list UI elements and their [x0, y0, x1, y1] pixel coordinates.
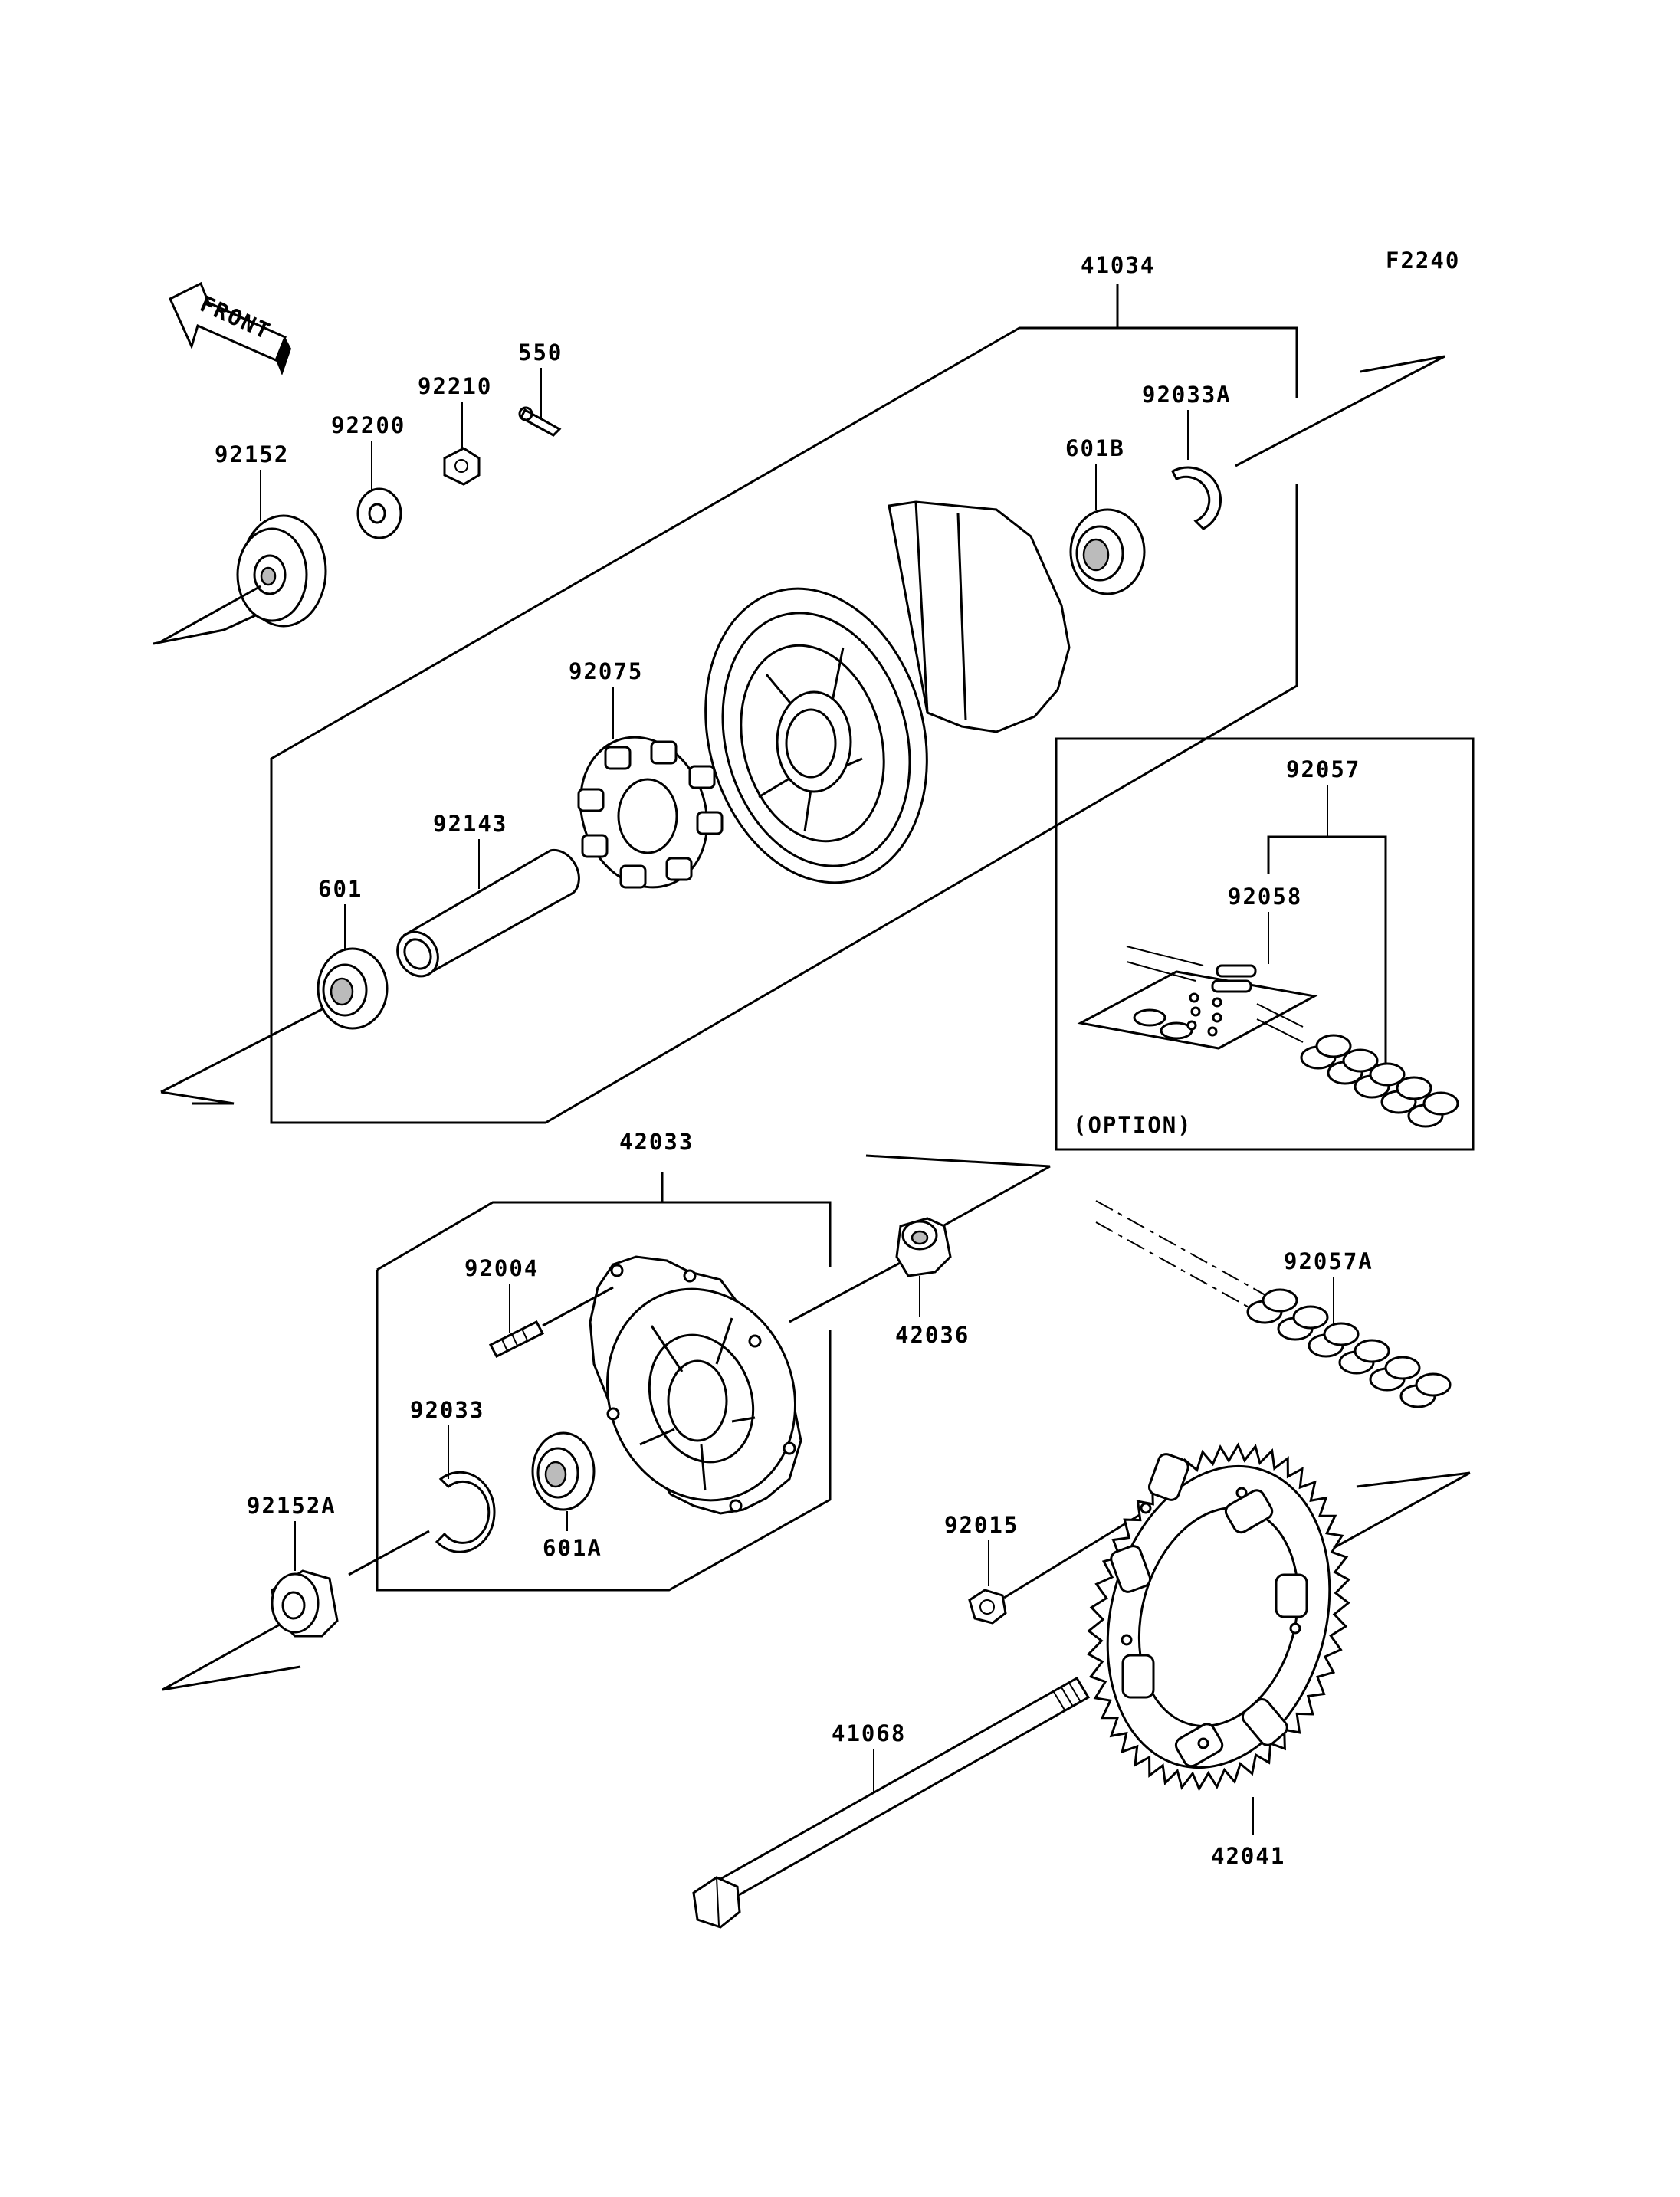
- part-92004-label: 92004: [464, 1255, 539, 1281]
- bearing-601: [317, 947, 389, 1030]
- collar-92152: [236, 514, 327, 628]
- part-41068-label: 41068: [832, 1720, 906, 1746]
- master-link-92058: [1077, 946, 1318, 1050]
- part-92152-label: 92152: [215, 441, 289, 467]
- circlip-92033a: [1171, 466, 1222, 530]
- part-42033-label: 42033: [619, 1129, 694, 1155]
- stud-92004: [488, 1320, 545, 1358]
- axis-line: [156, 585, 261, 645]
- axis-line: [1333, 1471, 1471, 1549]
- front-arrow-icon: FRONT: [169, 281, 291, 375]
- part-601a-label: 601A: [543, 1535, 602, 1561]
- part-601b-label: 601B: [1065, 435, 1125, 461]
- bearing-601a: [531, 1431, 596, 1511]
- axis-line: [348, 1530, 430, 1576]
- wheel-hub-41034: [704, 500, 1071, 884]
- axis-line: [160, 1090, 235, 1105]
- axis-line: [162, 1665, 301, 1691]
- chain-92057a: [1095, 1200, 1452, 1408]
- damper-92075: [577, 736, 724, 889]
- option-label: (OPTION): [1073, 1112, 1193, 1138]
- collar-42036: [895, 1217, 952, 1277]
- axis-line: [1003, 1512, 1143, 1599]
- circlip-92033: [435, 1471, 496, 1553]
- chain-segment-92057: [1300, 1034, 1459, 1128]
- axle-41068: [692, 1676, 1091, 1929]
- axis-line: [789, 1259, 905, 1323]
- washer-92200: [356, 487, 402, 539]
- part-92015-label: 92015: [944, 1512, 1019, 1538]
- option-box: [1055, 737, 1475, 1151]
- part-92200-label: 92200: [331, 412, 405, 438]
- part-42036-label: 42036: [895, 1322, 970, 1348]
- part-601-label: 601: [318, 876, 363, 902]
- axis-line: [865, 1154, 1051, 1168]
- axis-line: [160, 1004, 330, 1094]
- axis-line: [162, 1623, 281, 1691]
- axis-line: [1235, 355, 1445, 467]
- sprocket-42041: [1086, 1442, 1351, 1792]
- part-92057a-label: 92057A: [1284, 1248, 1373, 1274]
- collar-92152a: [271, 1569, 339, 1638]
- axis-line: [542, 1286, 614, 1327]
- spacer-92143: [396, 848, 580, 978]
- part-42041-label: 42041: [1211, 1843, 1285, 1869]
- part-92210-label: 92210: [418, 373, 492, 399]
- part-92143-label: 92143: [433, 811, 507, 837]
- part-41034-label: 41034: [1081, 252, 1155, 278]
- nut-92015: [968, 1589, 1007, 1625]
- bearing-601b: [1069, 508, 1146, 595]
- cotter-pin-550: [518, 406, 562, 437]
- axis-line: [153, 612, 261, 645]
- coupling-assembly-bracket: [376, 1172, 832, 1592]
- part-92033-label: 92033: [410, 1397, 484, 1423]
- axis-line: [1356, 1471, 1471, 1488]
- part-92057-label: 92057: [1286, 756, 1360, 782]
- part-92058-label: 92058: [1228, 884, 1302, 910]
- part-92075-label: 92075: [569, 658, 643, 684]
- coupling-42033: [589, 1255, 802, 1515]
- part-550-label: 550: [518, 339, 563, 366]
- part-92033a-label: 92033A: [1142, 382, 1232, 408]
- hub-assembly-bracket: [270, 284, 1298, 1124]
- castle-nut-92210: [443, 447, 481, 486]
- part-92152a-label: 92152A: [247, 1493, 336, 1519]
- figure-code: F2240: [1386, 248, 1460, 274]
- axis-line: [942, 1165, 1051, 1228]
